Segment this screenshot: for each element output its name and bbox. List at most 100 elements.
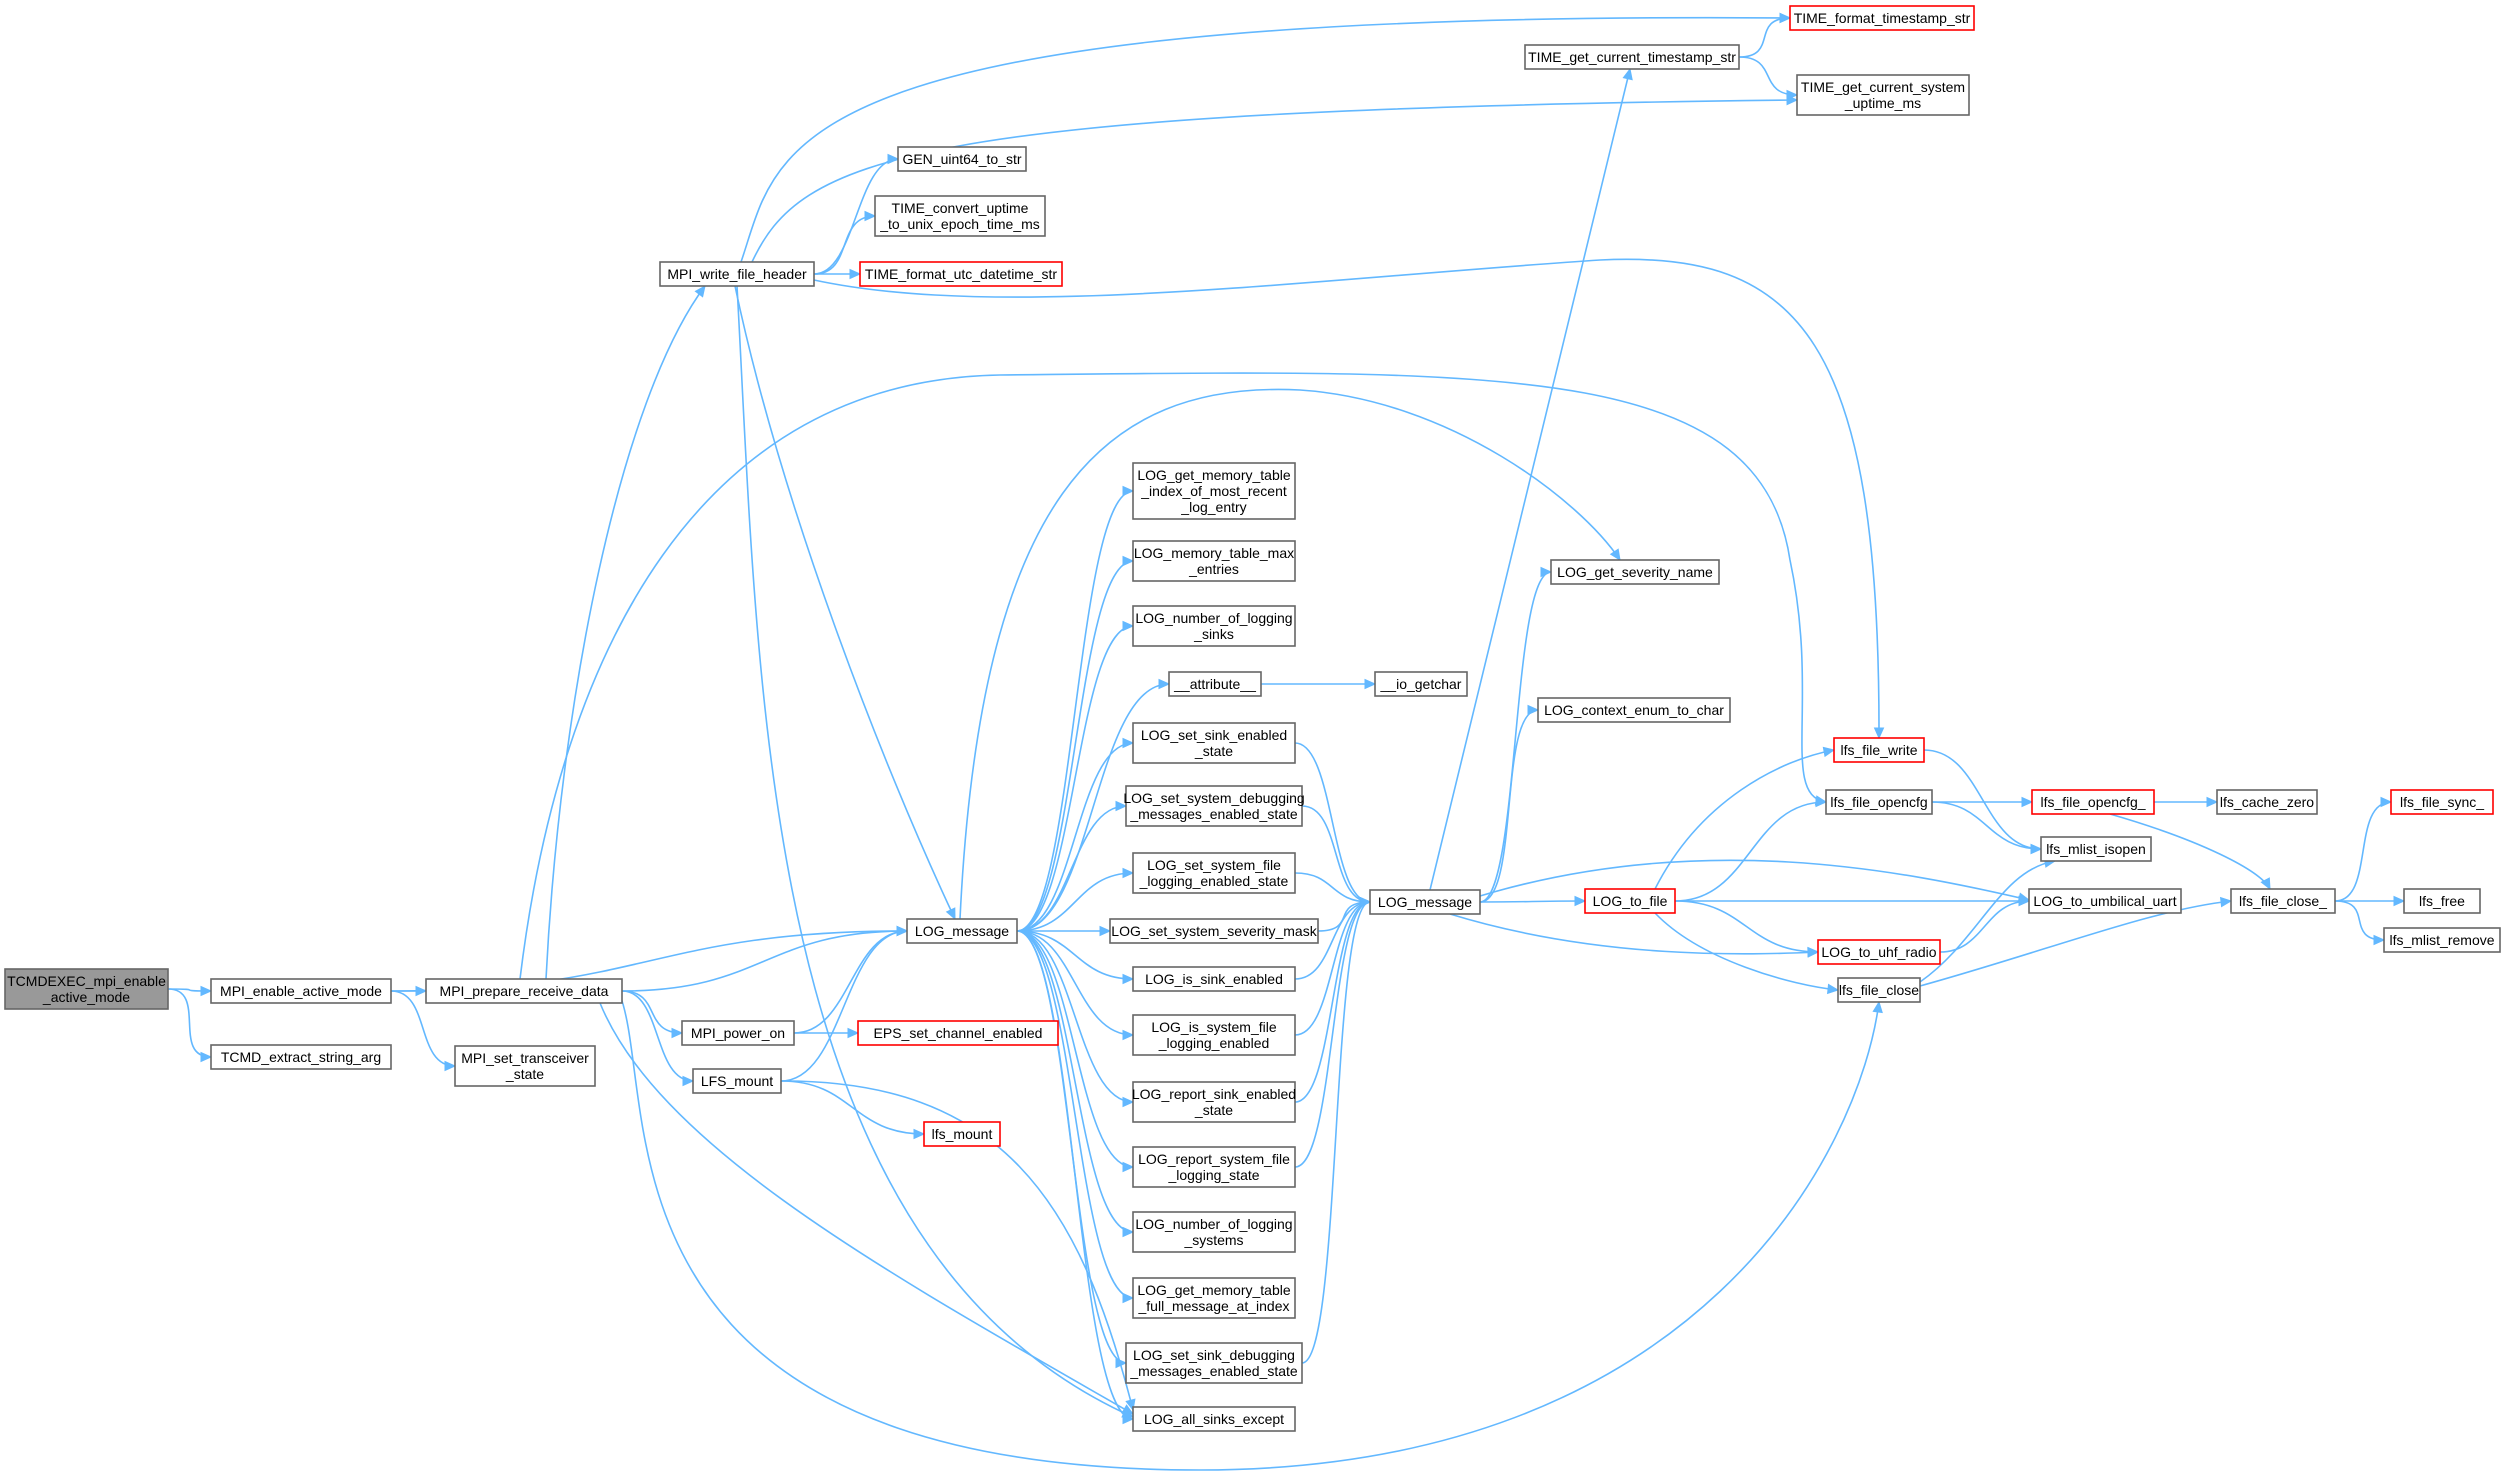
- edge-mpi_prepare-to-lfs_file_opencfg: [519, 372, 1827, 980]
- node-log-set-sink-en[interactable]: LOG_set_sink_enabled_state: [1132, 722, 1296, 764]
- node-box: [1109, 918, 1319, 944]
- node-log-report-sys-file[interactable]: LOG_report_system_file_logging_state: [1132, 1146, 1296, 1188]
- node-box: [1132, 1277, 1296, 1319]
- node-lfs-file-write[interactable]: lfs_file_write: [1833, 737, 1925, 763]
- arrowhead-icon: [1122, 737, 1135, 749]
- edge-log_message_1-to-log_set_sys_file: [1016, 872, 1134, 932]
- node-lfs-mount-wrap[interactable]: LFS_mount: [692, 1068, 782, 1094]
- arrowhead-icon: [847, 1027, 860, 1039]
- node-label: lfs_mlist_isopen: [2046, 841, 2146, 857]
- node-box: [2230, 888, 2336, 914]
- node-log-mem-max[interactable]: LOG_memory_table_max_entries: [1132, 540, 1296, 582]
- node-label: LOG_get_severity_name: [1557, 564, 1713, 580]
- edge-log_to_uhf-to-log_to_umb: [1939, 900, 2030, 953]
- node-log-set-sys-dbg[interactable]: LOG_set_system_debugging_messages_enable…: [1123, 785, 1305, 827]
- node-mpi-prepare[interactable]: MPI_prepare_receive_data: [425, 978, 623, 1004]
- edge-mpi_write_hdr-to-lfs_file_write: [813, 258, 1880, 739]
- arrowhead-icon: [1122, 1029, 1135, 1041]
- arrowhead-icon: [1364, 678, 1377, 690]
- node-label: GEN_uint64_to_str: [902, 151, 1021, 167]
- node-box: [1796, 74, 1970, 116]
- node-log-set-sev[interactable]: LOG_set_system_severity_mask: [1109, 918, 1319, 944]
- node-label: LOG_is_system_file: [1151, 1019, 1276, 1035]
- node-log-message-1[interactable]: LOG_message: [906, 918, 1018, 944]
- node-log-set-sink-dbg[interactable]: LOG_set_sink_debugging_messages_enabled_…: [1125, 1342, 1303, 1384]
- node-log-message-2[interactable]: LOG_message: [1369, 889, 1481, 915]
- node-label: LOG_set_system_severity_mask: [1111, 923, 1317, 939]
- node-time-convert[interactable]: TIME_convert_uptime_to_unix_epoch_time_m…: [874, 195, 1046, 237]
- node-attribute[interactable]: __attribute__: [1168, 671, 1262, 697]
- node-lfs-file-opencfg-[interactable]: lfs_file_opencfg_: [2031, 789, 2155, 815]
- node-box: [692, 1068, 782, 1094]
- node-time-get-uptime[interactable]: TIME_get_current_system_uptime_ms: [1796, 74, 1970, 116]
- node-log-is-sink-en[interactable]: LOG_is_sink_enabled: [1132, 966, 1296, 992]
- arrowhead-icon: [2373, 934, 2386, 946]
- node-time-fmt-utc[interactable]: TIME_format_utc_datetime_str: [859, 261, 1063, 287]
- node-log-is-sys-file[interactable]: LOG_is_system_file_logging_enabled: [1132, 1014, 1296, 1056]
- node-label: TIME_get_current_system: [1801, 79, 1965, 95]
- node-lfs-free[interactable]: lfs_free: [2403, 888, 2481, 914]
- node-mpi-set-trans[interactable]: MPI_set_transceiver_state: [454, 1045, 596, 1087]
- node-label: LOG_number_of_logging: [1135, 1216, 1292, 1232]
- node-label: _messages_enabled_state: [1129, 1363, 1298, 1379]
- node-label: LOG_to_umbilical_uart: [2033, 893, 2176, 909]
- node-lfs-mlist-isopen[interactable]: lfs_mlist_isopen: [2040, 836, 2152, 862]
- node-log-to-umb[interactable]: LOG_to_umbilical_uart: [2028, 888, 2182, 914]
- node-log-to-uhf[interactable]: LOG_to_uhf_radio: [1817, 939, 1941, 965]
- node-label: lfs_mount: [932, 1126, 993, 1142]
- node-box: [1132, 1014, 1296, 1056]
- node-eps-set[interactable]: EPS_set_channel_enabled: [857, 1020, 1059, 1046]
- node-lfs-file-close-[interactable]: lfs_file_close_: [2230, 888, 2336, 914]
- node-time-fmt-ts[interactable]: TIME_format_timestamp_str: [1789, 5, 1975, 31]
- node-tcmd-extract[interactable]: TCMD_extract_string_arg: [210, 1044, 392, 1070]
- node-lfs-file-close[interactable]: lfs_file_close: [1837, 977, 1921, 1003]
- arrowhead-icon: [1622, 67, 1633, 81]
- node-log-to-file[interactable]: LOG_to_file: [1584, 888, 1676, 914]
- node-log-num-sinks[interactable]: LOG_number_of_logging_sinks: [1132, 605, 1296, 647]
- edge-log_message_1-to-log_num_systems: [1016, 930, 1134, 1233]
- node-mpi-power-on[interactable]: MPI_power_on: [681, 1020, 795, 1046]
- arrowhead-icon: [1786, 89, 1799, 101]
- node-lfs-file-opencfg[interactable]: lfs_file_opencfg: [1825, 789, 1933, 815]
- edge-lfs_mount_wrap-to-lfs_mount: [780, 1080, 925, 1135]
- node-box: [1132, 605, 1296, 647]
- node-time-get-ts[interactable]: TIME_get_current_timestamp_str: [1524, 44, 1740, 70]
- edges-layer: [167, 12, 2406, 1471]
- node-log-ctx-enum[interactable]: LOG_context_enum_to_char: [1537, 697, 1731, 723]
- node-log-get-sev-name[interactable]: LOG_get_severity_name: [1550, 559, 1720, 585]
- edge-time_get_ts-to-time_get_uptime: [1738, 56, 1798, 96]
- node-label: __attribute__: [1173, 676, 1256, 692]
- node-label: _uptime_ms: [1844, 95, 1921, 111]
- node-label: TCMD_extract_string_arg: [221, 1049, 381, 1065]
- arrowhead-icon: [1822, 746, 1836, 758]
- node-root[interactable]: TCMDEXEC_mpi_enable_active_mode: [4, 968, 169, 1010]
- node-label: __io_getchar: [1380, 676, 1462, 692]
- node-box: [1125, 785, 1303, 827]
- node-label: LOG_message: [1378, 894, 1472, 910]
- arrowhead-icon: [1158, 678, 1171, 690]
- node-mpi-write-hdr[interactable]: MPI_write_file_header: [659, 261, 815, 287]
- arrowhead-icon: [200, 1051, 213, 1063]
- node-log-all-sinks[interactable]: LOG_all_sinks_except: [1132, 1406, 1296, 1432]
- node-mpi-enable[interactable]: MPI_enable_active_mode: [210, 978, 392, 1004]
- node-lfs-file-sync-[interactable]: lfs_file_sync_: [2390, 789, 2494, 815]
- node-log-set-sys-file[interactable]: LOG_set_system_file_logging_enabled_stat…: [1132, 852, 1296, 894]
- arrowhead-icon: [1540, 566, 1553, 578]
- node-lfs-mount[interactable]: lfs_mount: [923, 1121, 1001, 1147]
- node-log-get-mem-idx[interactable]: LOG_get_memory_table_index_of_most_recen…: [1132, 462, 1296, 520]
- node-io-getchar[interactable]: __io_getchar: [1374, 671, 1468, 697]
- node-box: [2383, 927, 2501, 953]
- node-label: _state: [1194, 743, 1233, 759]
- node-lfs-cache-zero[interactable]: lfs_cache_zero: [2216, 789, 2318, 815]
- node-label: _active_mode: [42, 989, 130, 1005]
- node-log-get-mem-full[interactable]: LOG_get_memory_table_full_message_at_ind…: [1132, 1277, 1296, 1319]
- node-label: lfs_file_opencfg: [1830, 794, 1927, 810]
- node-gen-uint64[interactable]: GEN_uint64_to_str: [897, 146, 1027, 172]
- node-lfs-mlist-remove[interactable]: lfs_mlist_remove: [2383, 927, 2501, 953]
- node-log-report-sink[interactable]: LOG_report_sink_enabled_state: [1132, 1081, 1296, 1123]
- node-log-num-systems[interactable]: LOG_number_of_logging_systems: [1132, 1211, 1296, 1253]
- edge-log_report_sys_file-to-log_message_2: [1294, 901, 1371, 1168]
- node-box: [454, 1045, 596, 1087]
- node-label: lfs_file_close_: [2239, 893, 2327, 909]
- node-label: lfs_cache_zero: [2220, 794, 2314, 810]
